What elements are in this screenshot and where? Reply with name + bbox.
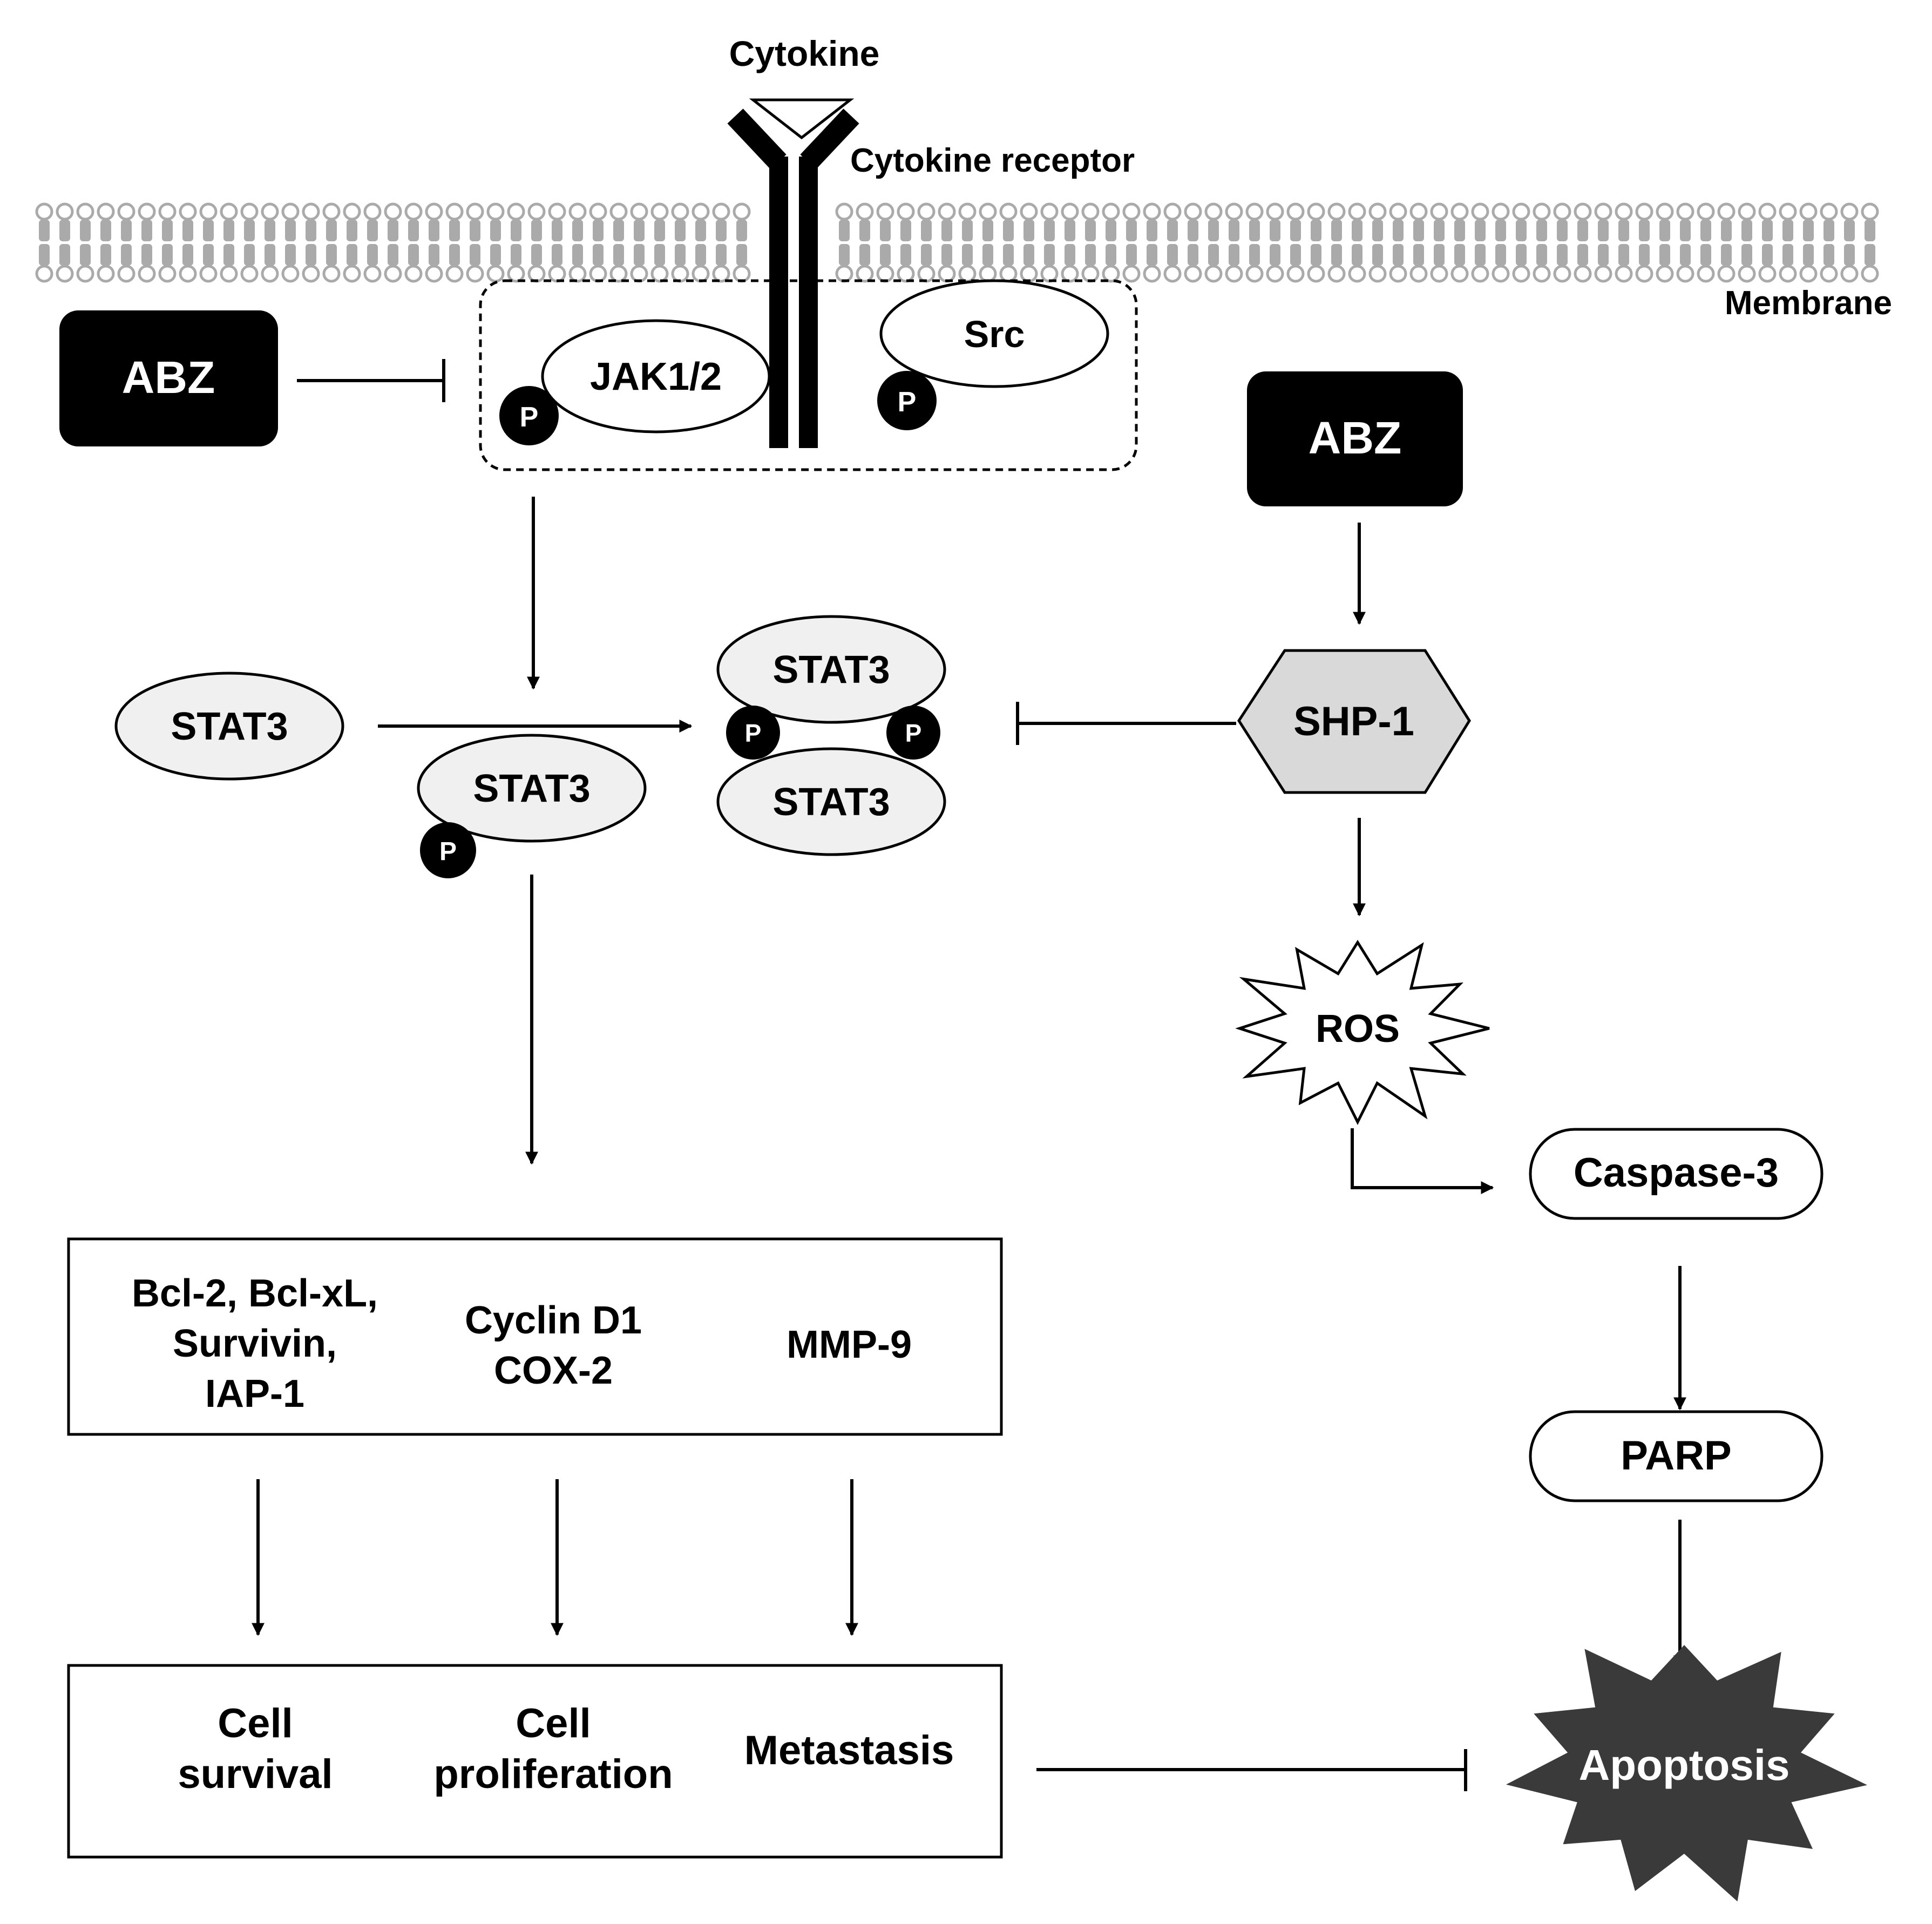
apoptosis-label: Apoptosis xyxy=(1578,1741,1789,1789)
target-proliferation-line1: Cyclin D1 xyxy=(465,1299,642,1342)
arrow-ros-caspase3 xyxy=(1351,1128,1494,1194)
abz-box-left xyxy=(59,310,278,446)
cytokine-label: Cytokine xyxy=(729,33,880,73)
src-label: Src xyxy=(964,313,1025,355)
phospho-label: P xyxy=(439,837,457,866)
ros-label: ROS xyxy=(1316,1007,1400,1051)
stat3-dimer-top xyxy=(716,615,946,724)
inhibition-outcomes-apoptosis xyxy=(1036,1749,1467,1791)
outcome-metastasis: Metastasis xyxy=(744,1727,954,1773)
stat3-label: STAT3 xyxy=(171,705,288,748)
apoptosis-starburst-icon xyxy=(1506,1645,1867,1902)
stat3-phospho xyxy=(417,734,647,843)
stat3-label: STAT3 xyxy=(772,648,890,692)
stat3-dimer-bottom xyxy=(716,747,946,856)
outcome-survival-line1: Cell xyxy=(218,1701,293,1746)
outcome-proliferation-line2: proliferation xyxy=(433,1751,673,1797)
phospho-label: P xyxy=(898,387,917,418)
target-genes-box xyxy=(67,1237,1003,1436)
parp-label: PARP xyxy=(1621,1433,1732,1479)
outcome-proliferation-line1: Cell xyxy=(516,1701,591,1746)
cytokine-receptor-icon xyxy=(727,109,859,448)
stat3-label: STAT3 xyxy=(473,767,590,810)
phospho-icon xyxy=(877,371,937,430)
cytokine-ligand-icon xyxy=(749,98,855,140)
receptor-label: Cytokine receptor xyxy=(850,142,1135,179)
abz-box-right xyxy=(1247,371,1463,506)
inhibition-abz-jak xyxy=(297,359,445,402)
target-survival-line3: IAP-1 xyxy=(205,1372,304,1415)
target-metastasis: MMP-9 xyxy=(787,1323,912,1366)
stat3-monomer xyxy=(114,672,344,781)
phospho-icon xyxy=(886,706,940,760)
phospho-label: P xyxy=(905,719,922,747)
cell-membrane xyxy=(35,202,1879,283)
outcome-survival-line2: survival xyxy=(178,1751,333,1797)
src-node xyxy=(879,279,1109,388)
target-proliferation-line2: COX-2 xyxy=(494,1349,613,1392)
caspase3-node xyxy=(1529,1128,1823,1220)
ros-starburst-icon xyxy=(1235,939,1490,1125)
phospho-icon xyxy=(726,706,780,760)
abz-label-left: ABZ xyxy=(122,352,215,403)
shp1-node xyxy=(1237,649,1471,794)
phospho-label: P xyxy=(520,402,539,433)
membrane-label: Membrane xyxy=(1725,284,1892,322)
target-survival-line1: Bcl-2, Bcl-xL, xyxy=(132,1272,378,1315)
caspase3-label: Caspase-3 xyxy=(1574,1150,1779,1196)
outcomes-box xyxy=(67,1664,1003,1859)
phospho-icon xyxy=(420,822,476,878)
jak-node xyxy=(541,319,771,433)
parp-node xyxy=(1529,1410,1823,1502)
phospho-label: P xyxy=(745,719,762,747)
jak-label: JAK1/2 xyxy=(590,355,722,398)
target-survival-line2: Survivin, xyxy=(173,1322,337,1365)
abz-label-right: ABZ xyxy=(1309,412,1402,463)
inhibition-shp1-stat3 xyxy=(1016,702,1236,745)
phospho-icon xyxy=(499,386,559,445)
shp1-label: SHP-1 xyxy=(1293,699,1414,744)
stat3-label: STAT3 xyxy=(772,781,890,824)
